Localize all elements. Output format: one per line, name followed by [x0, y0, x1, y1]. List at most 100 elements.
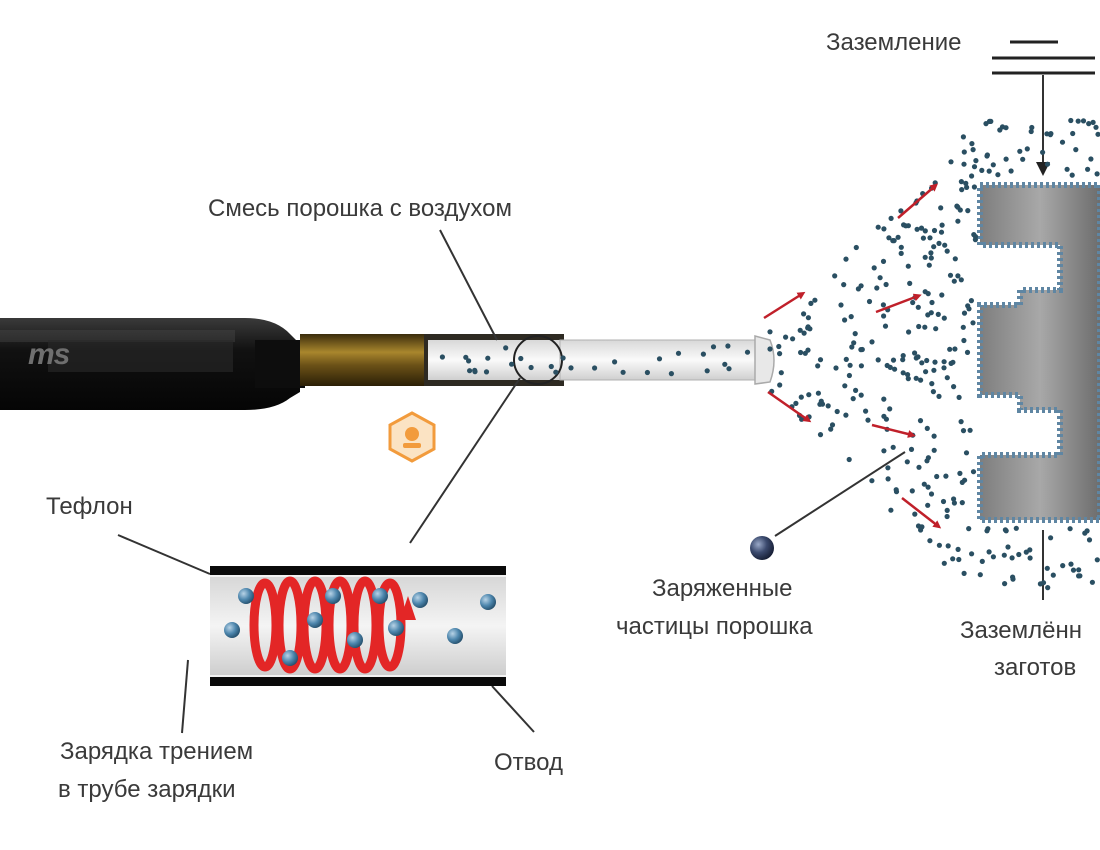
- powder-particle: [1068, 561, 1074, 567]
- powder-particle: [843, 412, 849, 418]
- powder-particle: [951, 384, 957, 390]
- powder-particle: [1089, 579, 1095, 585]
- powder-particle: [932, 359, 938, 365]
- powder-particle: [957, 470, 963, 476]
- powder-particle: [838, 302, 844, 308]
- powder-particle: [907, 280, 913, 286]
- powder-particle: [881, 313, 887, 319]
- powder-particle: [955, 546, 961, 553]
- powder-particle: [282, 650, 298, 666]
- powder-particle: [767, 329, 773, 335]
- powder-particle: [944, 248, 950, 254]
- powder-particle: [880, 258, 887, 264]
- powder-particle: [890, 444, 896, 450]
- powder-particle: [1067, 526, 1073, 532]
- powder-particle: [805, 324, 811, 330]
- powder-particle: [944, 513, 950, 520]
- powder-particle: [891, 238, 897, 244]
- powder-particle: [798, 394, 804, 400]
- powder-particle: [447, 628, 463, 644]
- powder-particle: [960, 134, 967, 140]
- powder-particle: [388, 620, 404, 636]
- powder-particle: [927, 235, 933, 241]
- powder-particle: [485, 355, 491, 361]
- powder-particle: [869, 478, 875, 484]
- powder-particle: [977, 572, 983, 578]
- powder-particle: [700, 351, 707, 357]
- powder-particle: [1010, 574, 1016, 580]
- powder-particle: [307, 612, 323, 628]
- powder-particle: [850, 396, 856, 402]
- powder-particle: [951, 496, 957, 502]
- powder-particle: [1045, 585, 1051, 591]
- powder-particle: [973, 158, 979, 164]
- powder-particle: [945, 543, 951, 549]
- powder-particle: [710, 344, 717, 350]
- powder-particle: [950, 556, 956, 562]
- powder-particle: [922, 289, 928, 295]
- powder-particle: [984, 152, 991, 158]
- powder-particle: [947, 272, 954, 278]
- powder-particle: [726, 366, 732, 372]
- powder-particle: [928, 250, 934, 256]
- charged-leader: [774, 451, 906, 537]
- powder-particle: [777, 382, 783, 388]
- powder-particle: [890, 357, 897, 363]
- powder-particle: [898, 208, 904, 214]
- powder-particle: [875, 224, 881, 230]
- powder-particle: [871, 265, 877, 271]
- friction-leader: [181, 659, 189, 734]
- powder-particle: [1002, 581, 1008, 587]
- label-workpiece-line2: заготов: [994, 654, 1077, 681]
- powder-particle: [960, 428, 967, 434]
- powder-particle: [967, 427, 973, 433]
- powder-particle: [931, 447, 937, 453]
- powder-particle: [1086, 121, 1092, 127]
- powder-particle: [866, 298, 873, 305]
- powder-particle: [941, 365, 947, 371]
- powder-particle: [965, 303, 971, 309]
- powder-particle: [898, 244, 904, 250]
- powder-particle: [1044, 131, 1050, 137]
- powder-particle: [568, 365, 574, 371]
- powder-particle: [1086, 537, 1093, 543]
- powder-particle: [940, 498, 947, 505]
- powder-particle: [995, 172, 1001, 178]
- powder-particle: [932, 180, 938, 186]
- powder-particle: [893, 487, 899, 493]
- powder-particle: [1082, 530, 1088, 536]
- powder-particle: [553, 369, 559, 375]
- powder-particle: [969, 141, 975, 147]
- powder-particle: [1070, 130, 1076, 137]
- brass-section: [300, 334, 430, 386]
- powder-particle: [1044, 161, 1051, 167]
- powder-particle: [923, 369, 929, 375]
- powder-particle: [939, 222, 945, 228]
- powder-particle: [834, 408, 840, 415]
- powder-particle: [1013, 525, 1019, 531]
- powder-particle: [941, 560, 947, 566]
- powder-particle: [941, 359, 947, 365]
- powder-particle: [1020, 156, 1026, 162]
- powder-particle: [828, 426, 834, 432]
- spray-particles: [767, 117, 1100, 591]
- powder-particle: [938, 205, 944, 211]
- powder-particle: [882, 323, 889, 329]
- powder-particle: [725, 343, 731, 349]
- powder-particle: [806, 392, 812, 398]
- powder-particle: [948, 360, 954, 366]
- powder-particle: [722, 361, 728, 367]
- powder-particle: [439, 354, 445, 360]
- powder-particle: [483, 369, 490, 375]
- powder-particle: [971, 184, 978, 190]
- powder-particle: [969, 551, 975, 557]
- powder-particle: [918, 377, 924, 383]
- powder-particle: [1068, 117, 1074, 124]
- powder-particle: [1023, 549, 1029, 555]
- powder-particle: [931, 227, 938, 234]
- arrow-icon: [871, 423, 916, 438]
- powder-particle: [656, 356, 663, 362]
- powder-particle: [927, 538, 933, 544]
- powder-particle: [888, 507, 894, 513]
- powder-particle: [931, 433, 937, 439]
